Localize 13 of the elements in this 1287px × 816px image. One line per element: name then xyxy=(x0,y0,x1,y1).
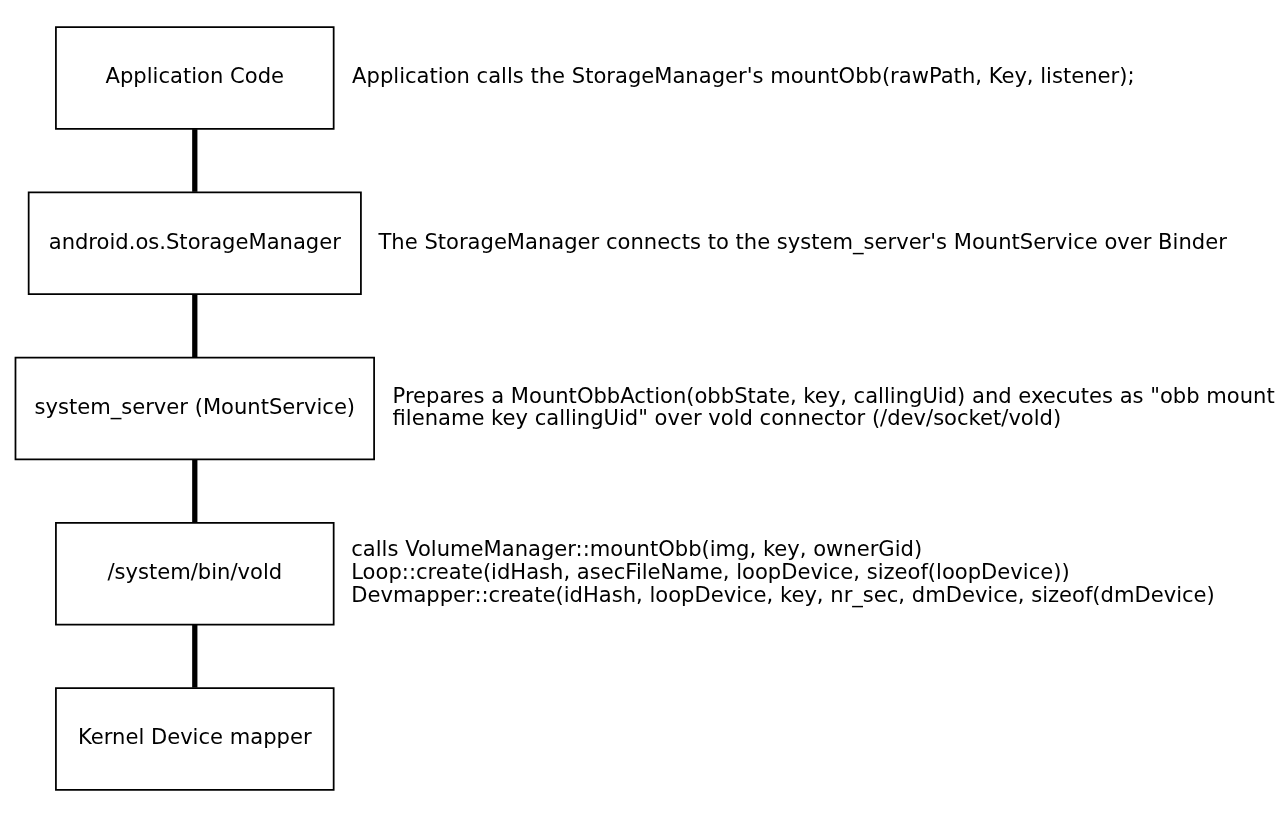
node-box: system_server (MountService) xyxy=(14,356,375,460)
node-box: /system/bin/vold xyxy=(55,521,335,626)
connector xyxy=(192,624,198,688)
connector xyxy=(192,128,198,192)
connector xyxy=(192,293,198,357)
node-label: Application calls the StorageManager's mountObb(rawPath, Key, listener); xyxy=(352,62,1135,88)
node-box: android.os.StorageManager xyxy=(27,190,362,295)
node-label: calls VolumeManager::mountObb(img, key, ownerGid) xyxy=(351,535,923,561)
node-label: Prepares a MountObbAction(obbState, key, callingUid) and executes as "obb mount filename key callingUid" over vold connector (/dev/socket/vold) xyxy=(392,382,1275,430)
node-box: Application Code xyxy=(55,25,335,130)
node-label: The StorageManager connects to the system_server's MountService over Binder xyxy=(378,228,1227,254)
node-box: Kernel Device mapper xyxy=(55,686,335,791)
connector xyxy=(192,459,198,522)
